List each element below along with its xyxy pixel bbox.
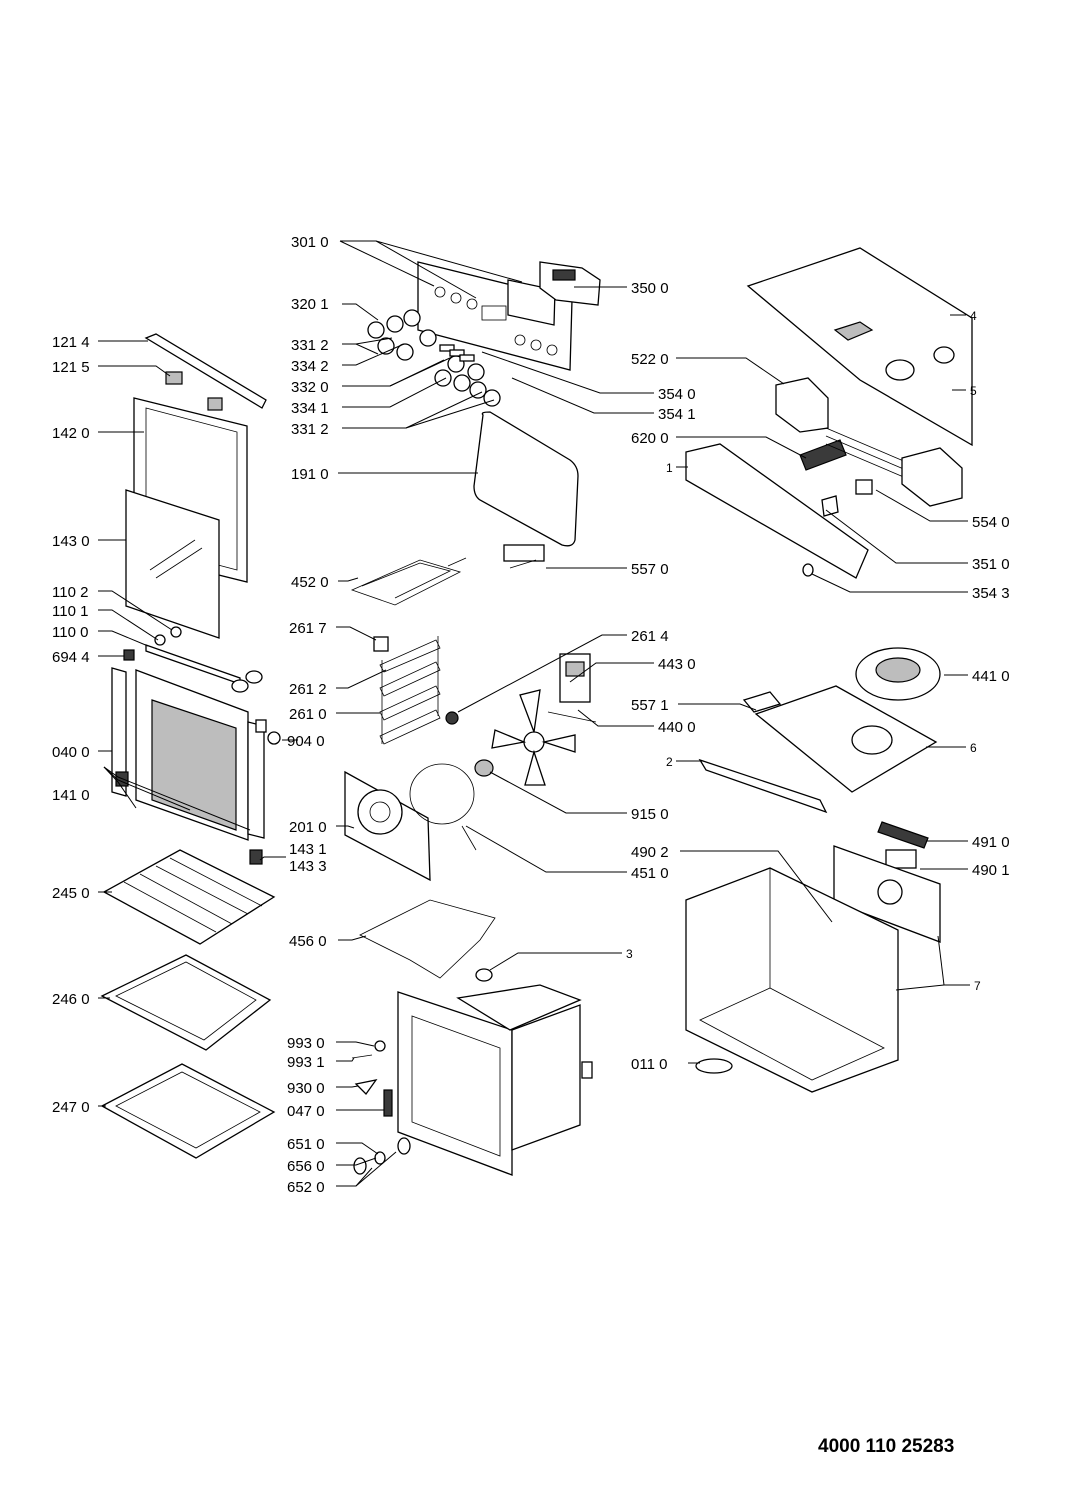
part-label: 440 0 <box>658 719 696 736</box>
bottom-element-part <box>359 899 496 979</box>
part-label: 656 0 <box>287 1158 325 1175</box>
part-label: 047 0 <box>287 1103 325 1120</box>
assembly-callout: 5 <box>970 384 977 398</box>
part-label: 040 0 <box>52 744 90 761</box>
door-seal-part <box>473 411 579 547</box>
terminal-block-part <box>877 821 929 869</box>
part-label: 451 0 <box>631 865 669 882</box>
part-label: 557 0 <box>631 561 669 578</box>
cooling-fan-part <box>855 647 941 701</box>
part-label: 443 0 <box>658 656 696 673</box>
assembly-callout: 1 <box>666 461 673 475</box>
fasteners-part <box>351 1040 411 1175</box>
wiring-harness-part <box>825 427 907 479</box>
assembly-callout: 2 <box>666 755 673 769</box>
part-label: 652 0 <box>287 1179 325 1196</box>
part-label: 651 0 <box>287 1136 325 1153</box>
part-label: 993 1 <box>287 1054 325 1071</box>
assembly-callout: 4 <box>970 309 977 323</box>
part-label: 331 2 <box>291 337 329 354</box>
part-label: 694 4 <box>52 649 90 666</box>
document-number: 4000 110 25283 <box>818 1436 955 1457</box>
baking-tray-part <box>100 954 272 1051</box>
part-label: 491 0 <box>972 834 1010 851</box>
part-label: 334 2 <box>291 358 329 375</box>
inner-glass-part <box>125 489 220 639</box>
part-label: 110 0 <box>52 624 88 641</box>
inner-door-panel-part <box>111 667 281 865</box>
part-label: 490 2 <box>631 844 669 861</box>
part-label: 620 0 <box>631 430 669 447</box>
part-label: 142 0 <box>52 425 90 442</box>
terminal-strip-part <box>799 439 847 471</box>
part-label: 350 0 <box>631 280 669 297</box>
fan-blade-part <box>474 689 576 786</box>
part-label: 261 4 <box>631 628 669 645</box>
part-label: 245 0 <box>52 885 90 902</box>
outer-housing-part <box>685 867 899 1093</box>
part-label: 354 0 <box>658 386 696 403</box>
part-label: 201 0 <box>289 819 327 836</box>
shelf-guides-part <box>373 636 459 745</box>
part-label: 351 0 <box>972 556 1010 573</box>
part-label: 121 4 <box>52 334 90 351</box>
circular-element-part <box>409 763 477 851</box>
part-label: 261 2 <box>289 681 327 698</box>
assembly-callouts: 4 5 1 6 2 3 7 <box>626 309 981 993</box>
part-label: 354 1 <box>658 406 696 423</box>
part-label: 143 3 <box>289 858 327 875</box>
part-label: 915 0 <box>631 806 669 823</box>
part-label: 334 1 <box>291 400 329 417</box>
part-label: 246 0 <box>52 991 90 1008</box>
part-label: 331 2 <box>291 421 329 438</box>
assembly-callout: 6 <box>970 741 977 755</box>
part-label: 247 0 <box>52 1099 90 1116</box>
rear-panel-part <box>344 770 431 882</box>
part-number-labels: 301 0 350 0 320 1 331 2 334 2 332 0 334 … <box>52 234 1010 1196</box>
part-label: 993 0 <box>287 1035 325 1052</box>
part-label: 143 0 <box>52 533 90 550</box>
electronic-module-part <box>539 261 601 306</box>
part-label: 011 0 <box>631 1056 667 1073</box>
part-label: 143 1 <box>289 841 327 858</box>
deep-tray-part <box>100 1063 276 1159</box>
fan-motor-part <box>547 653 597 723</box>
top-casing-part <box>746 247 973 447</box>
part-label: 320 1 <box>291 296 329 313</box>
part-label: 261 0 <box>289 706 327 723</box>
grill-element-part <box>350 557 467 606</box>
door-handle-part <box>144 333 267 411</box>
hinge-small-parts <box>123 626 263 693</box>
part-label: 191 0 <box>291 466 329 483</box>
part-label: 110 2 <box>52 584 88 601</box>
part-label: 904 0 <box>287 733 325 750</box>
part-label: 490 1 <box>972 862 1010 879</box>
part-label: 121 5 <box>52 359 90 376</box>
part-label: 110 1 <box>52 603 88 620</box>
part-label: 441 0 <box>972 668 1010 685</box>
part-label: 456 0 <box>289 933 327 950</box>
part-label: 141 0 <box>52 787 90 804</box>
assembly-callout: 7 <box>974 979 981 993</box>
wire-rack-part <box>102 849 276 945</box>
part-label: 261 7 <box>289 620 327 637</box>
part-label: 930 0 <box>287 1080 325 1097</box>
bracket-part <box>685 443 873 579</box>
part-label: 452 0 <box>291 574 329 591</box>
part-label: 522 0 <box>631 351 669 368</box>
knobs-part <box>367 309 501 407</box>
oven-cavity-part <box>397 968 593 1176</box>
part-label: 557 1 <box>631 697 669 714</box>
thermostat-part <box>503 544 545 569</box>
part-label: 354 3 <box>972 585 1010 602</box>
part-label: 554 0 <box>972 514 1010 531</box>
switch-block-part <box>901 447 963 507</box>
part-label: 332 0 <box>291 379 329 396</box>
assembly-callout: 3 <box>626 947 633 961</box>
bottom-plate-part <box>698 685 938 814</box>
relay-block-part <box>775 377 829 433</box>
part-label: 301 0 <box>291 234 329 251</box>
leader-lines <box>98 240 970 1187</box>
